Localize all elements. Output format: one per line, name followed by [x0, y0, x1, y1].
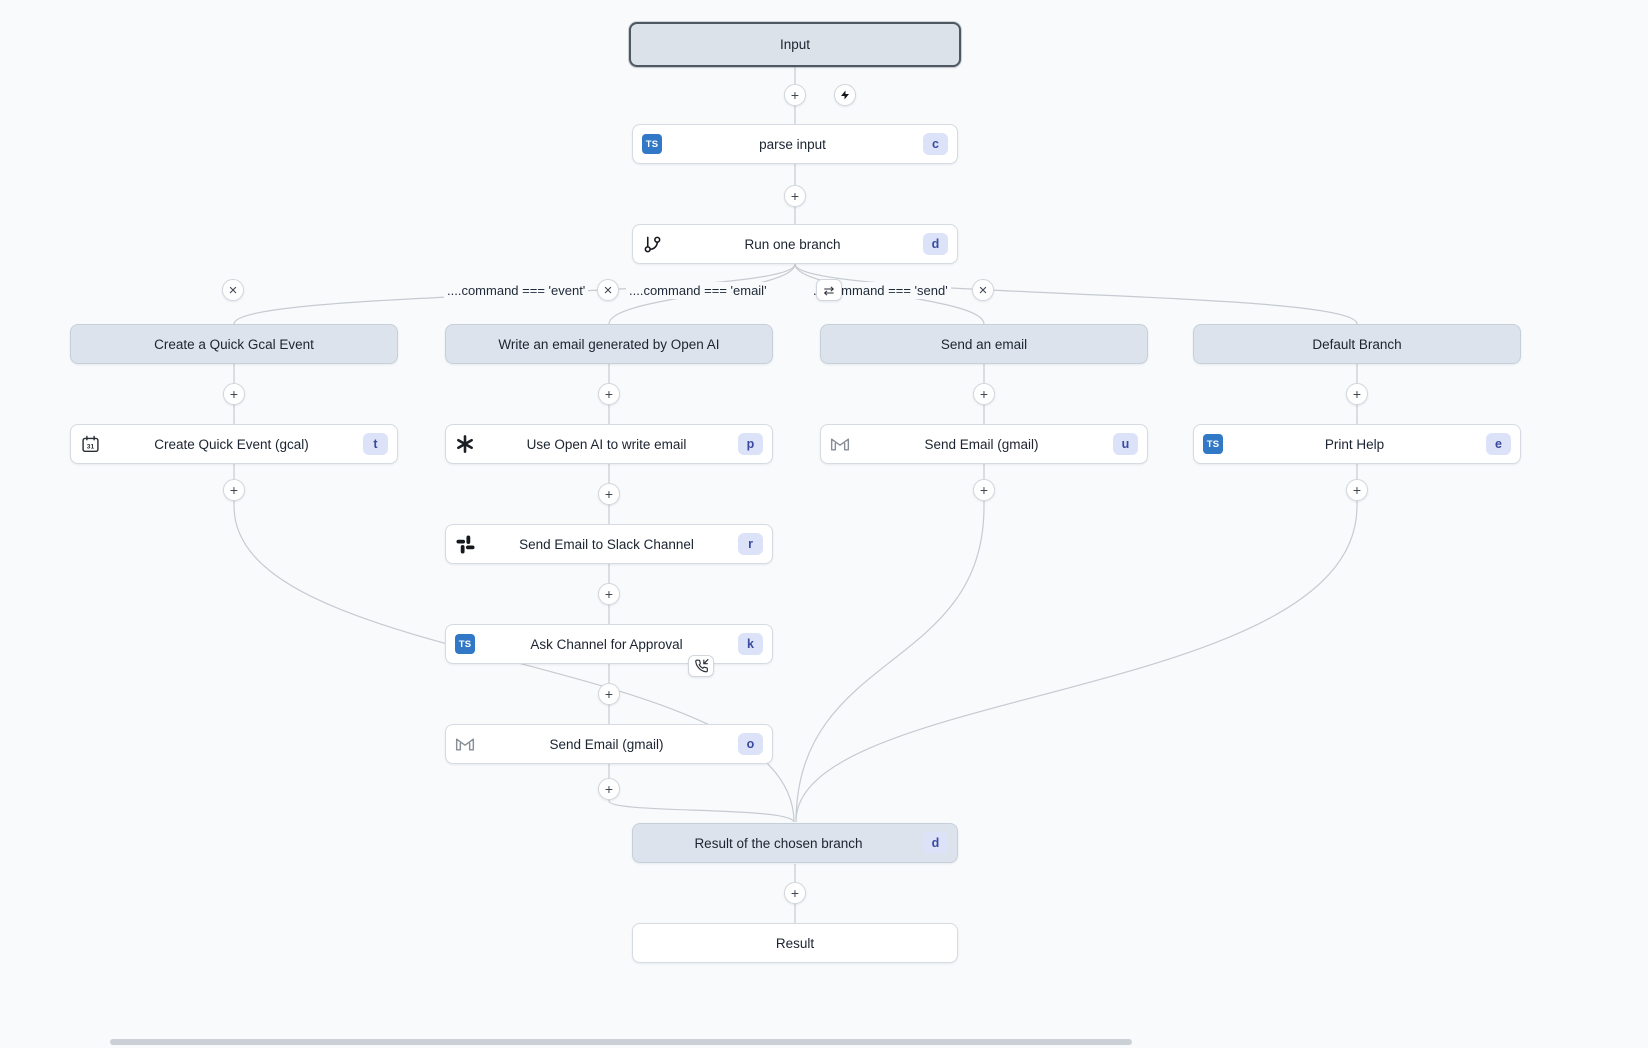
- node-label: Send Email (gmail): [549, 736, 664, 752]
- node-label: Use Open AI to write email: [526, 436, 687, 452]
- branch-header-send-email[interactable]: Send an email: [820, 324, 1148, 364]
- branch-condition-event[interactable]: ....command === 'event': [444, 282, 589, 299]
- node-run-one-branch[interactable]: Run one branch d: [632, 224, 958, 264]
- step-id-badge: c: [923, 133, 948, 155]
- node-print-help[interactable]: TS Print Help e: [1193, 424, 1521, 464]
- phone-incoming-icon: [694, 659, 709, 673]
- plus-icon: +: [1352, 482, 1362, 498]
- typescript-icon: TS: [455, 634, 475, 654]
- node-label: parse input: [759, 136, 826, 152]
- add-step-button[interactable]: +: [973, 383, 995, 405]
- close-icon: ×: [978, 281, 988, 299]
- approval-suspend-indicator: [688, 655, 714, 677]
- plus-icon: +: [604, 486, 614, 502]
- gmail-icon: [830, 434, 850, 454]
- swap-icon: ⇄: [823, 282, 835, 298]
- slack-icon: [455, 534, 475, 554]
- gmail-icon: [455, 734, 475, 754]
- node-label: Create Quick Event (gcal): [154, 436, 309, 452]
- branch-header-label: Default Branch: [1312, 336, 1402, 352]
- add-step-button[interactable]: +: [598, 683, 620, 705]
- node-send-email-gmail-branch3[interactable]: Send Email (gmail) u: [820, 424, 1148, 464]
- remove-branch-button[interactable]: ×: [222, 279, 244, 301]
- node-create-quick-event-gcal[interactable]: 31 Create Quick Event (gcal) t: [70, 424, 398, 464]
- node-label: Send Email (gmail): [924, 436, 1039, 452]
- remove-branch-button[interactable]: ×: [972, 279, 994, 301]
- node-label: Result of the chosen branch: [694, 835, 863, 851]
- step-id-badge: d: [923, 832, 948, 854]
- add-step-button[interactable]: +: [1346, 383, 1368, 405]
- remove-branch-button[interactable]: ×: [597, 279, 619, 301]
- node-send-email-gmail-branch2[interactable]: Send Email (gmail) o: [445, 724, 773, 764]
- plus-icon: +: [604, 586, 614, 602]
- step-id-badge: k: [738, 633, 763, 655]
- branch-header-gcal-event[interactable]: Create a Quick Gcal Event: [70, 324, 398, 364]
- plus-icon: +: [790, 87, 800, 103]
- step-id-badge: e: [1486, 433, 1511, 455]
- gcal-calendar-icon: 31: [80, 434, 100, 454]
- plus-icon: +: [229, 482, 239, 498]
- branch-condition-email[interactable]: ....command === 'email': [626, 282, 770, 299]
- add-step-button[interactable]: +: [1346, 479, 1368, 501]
- node-use-openai-write-email[interactable]: Use Open AI to write email p: [445, 424, 773, 464]
- step-id-badge: p: [738, 433, 763, 455]
- horizontal-scrollbar[interactable]: [110, 1039, 1132, 1045]
- plus-icon: +: [790, 188, 800, 204]
- add-step-button[interactable]: +: [784, 185, 806, 207]
- add-step-button[interactable]: +: [784, 882, 806, 904]
- plus-icon: +: [604, 781, 614, 797]
- svg-text:31: 31: [86, 443, 94, 450]
- plus-icon: +: [979, 386, 989, 402]
- branch-header-openai-email[interactable]: Write an email generated by Open AI: [445, 324, 773, 364]
- typescript-icon: TS: [642, 134, 662, 154]
- node-label: Result: [775, 935, 815, 951]
- add-step-button[interactable]: +: [223, 479, 245, 501]
- close-icon: ×: [228, 281, 238, 299]
- node-label: Run one branch: [744, 236, 841, 252]
- add-step-button[interactable]: +: [973, 479, 995, 501]
- branch-header-label: Create a Quick Gcal Event: [154, 336, 314, 352]
- close-icon: ×: [603, 281, 613, 299]
- add-step-button[interactable]: +: [598, 383, 620, 405]
- node-label: Send Email to Slack Channel: [519, 536, 694, 552]
- step-id-badge: d: [923, 233, 948, 255]
- node-label: Input: [779, 37, 811, 52]
- node-result-of-chosen-branch[interactable]: Result of the chosen branch d: [632, 823, 958, 863]
- add-step-button[interactable]: +: [223, 383, 245, 405]
- add-step-button[interactable]: +: [598, 778, 620, 800]
- git-branch-icon: [642, 234, 662, 254]
- add-step-button[interactable]: +: [598, 583, 620, 605]
- openai-icon: [455, 434, 475, 454]
- bolt-icon: [839, 88, 851, 102]
- branch-header-label: Send an email: [940, 336, 1028, 352]
- step-id-badge: u: [1113, 433, 1138, 455]
- node-label: Ask Channel for Approval: [530, 636, 683, 652]
- node-input[interactable]: Input: [629, 22, 961, 67]
- trigger-bolt-button[interactable]: [834, 84, 856, 106]
- node-ask-channel-approval[interactable]: TS Ask Channel for Approval k: [445, 624, 773, 664]
- node-result[interactable]: Result: [632, 923, 958, 963]
- plus-icon: +: [979, 482, 989, 498]
- plus-icon: +: [604, 686, 614, 702]
- branch-header-label: Write an email generated by Open AI: [498, 336, 720, 352]
- step-id-badge: o: [738, 733, 763, 755]
- node-label: Print Help: [1324, 436, 1385, 452]
- add-step-button[interactable]: +: [598, 483, 620, 505]
- branch-header-default[interactable]: Default Branch: [1193, 324, 1521, 364]
- plus-icon: +: [229, 386, 239, 402]
- swap-branch-button[interactable]: ⇄: [816, 279, 842, 301]
- node-parse-input[interactable]: TS parse input c: [632, 124, 958, 164]
- step-id-badge: r: [738, 533, 763, 555]
- plus-icon: +: [1352, 386, 1362, 402]
- add-step-button[interactable]: +: [784, 84, 806, 106]
- typescript-icon: TS: [1203, 434, 1223, 454]
- node-send-email-slack-channel[interactable]: Send Email to Slack Channel r: [445, 524, 773, 564]
- step-id-badge: t: [363, 433, 388, 455]
- plus-icon: +: [790, 885, 800, 901]
- plus-icon: +: [604, 386, 614, 402]
